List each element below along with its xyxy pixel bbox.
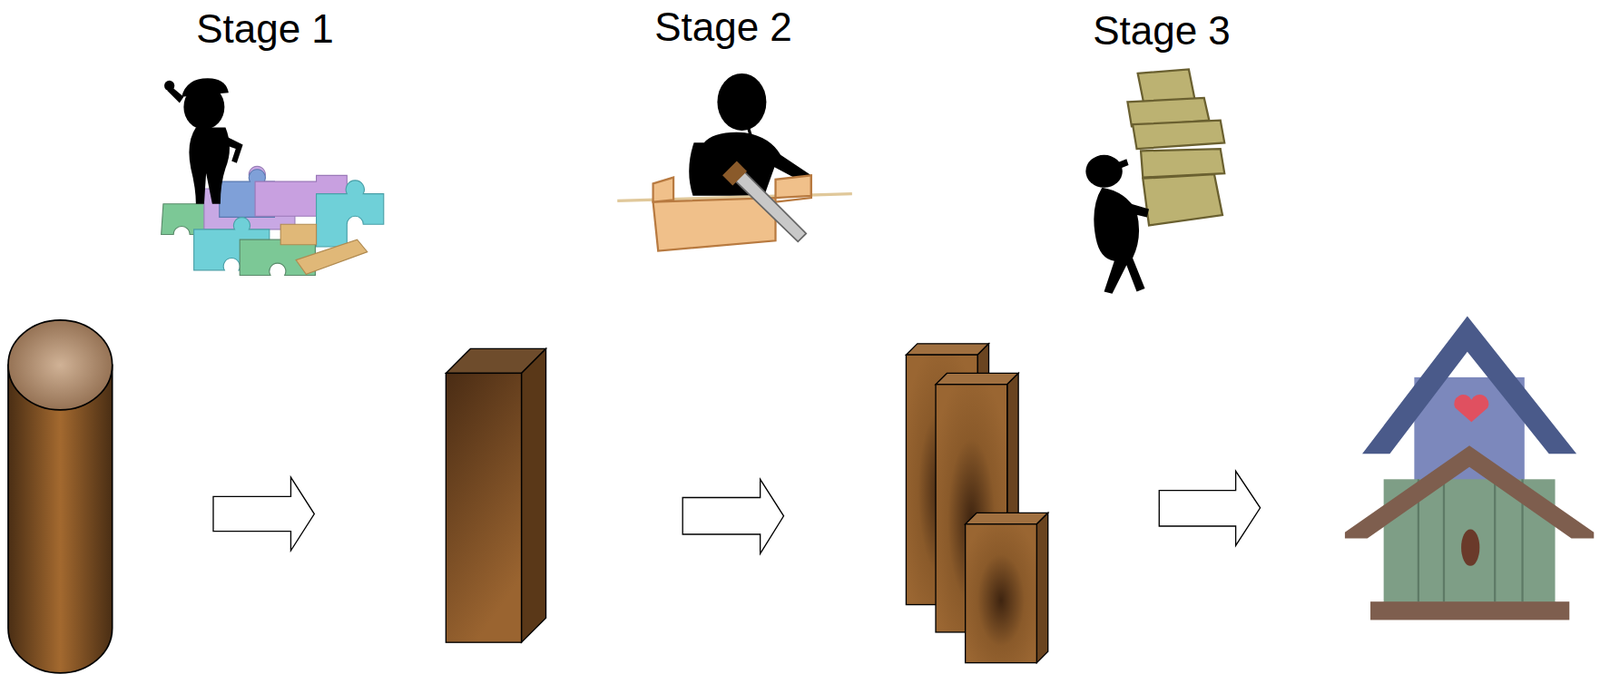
block-arrow (213, 477, 315, 551)
block-arrow (1158, 471, 1260, 546)
squared-beam (445, 348, 546, 643)
stage-label: Stage 3 (1092, 9, 1231, 53)
stage-label: Stage 1 (196, 7, 334, 51)
sawing-icon (617, 73, 853, 252)
puzzle-icon (161, 78, 384, 275)
carrying-icon (1085, 68, 1225, 294)
stage-label: Stage 2 (654, 5, 793, 50)
cut-boards (905, 343, 1048, 664)
block-arrow (682, 479, 784, 554)
birdhouse (1344, 315, 1594, 620)
log-cylinder (8, 320, 113, 674)
